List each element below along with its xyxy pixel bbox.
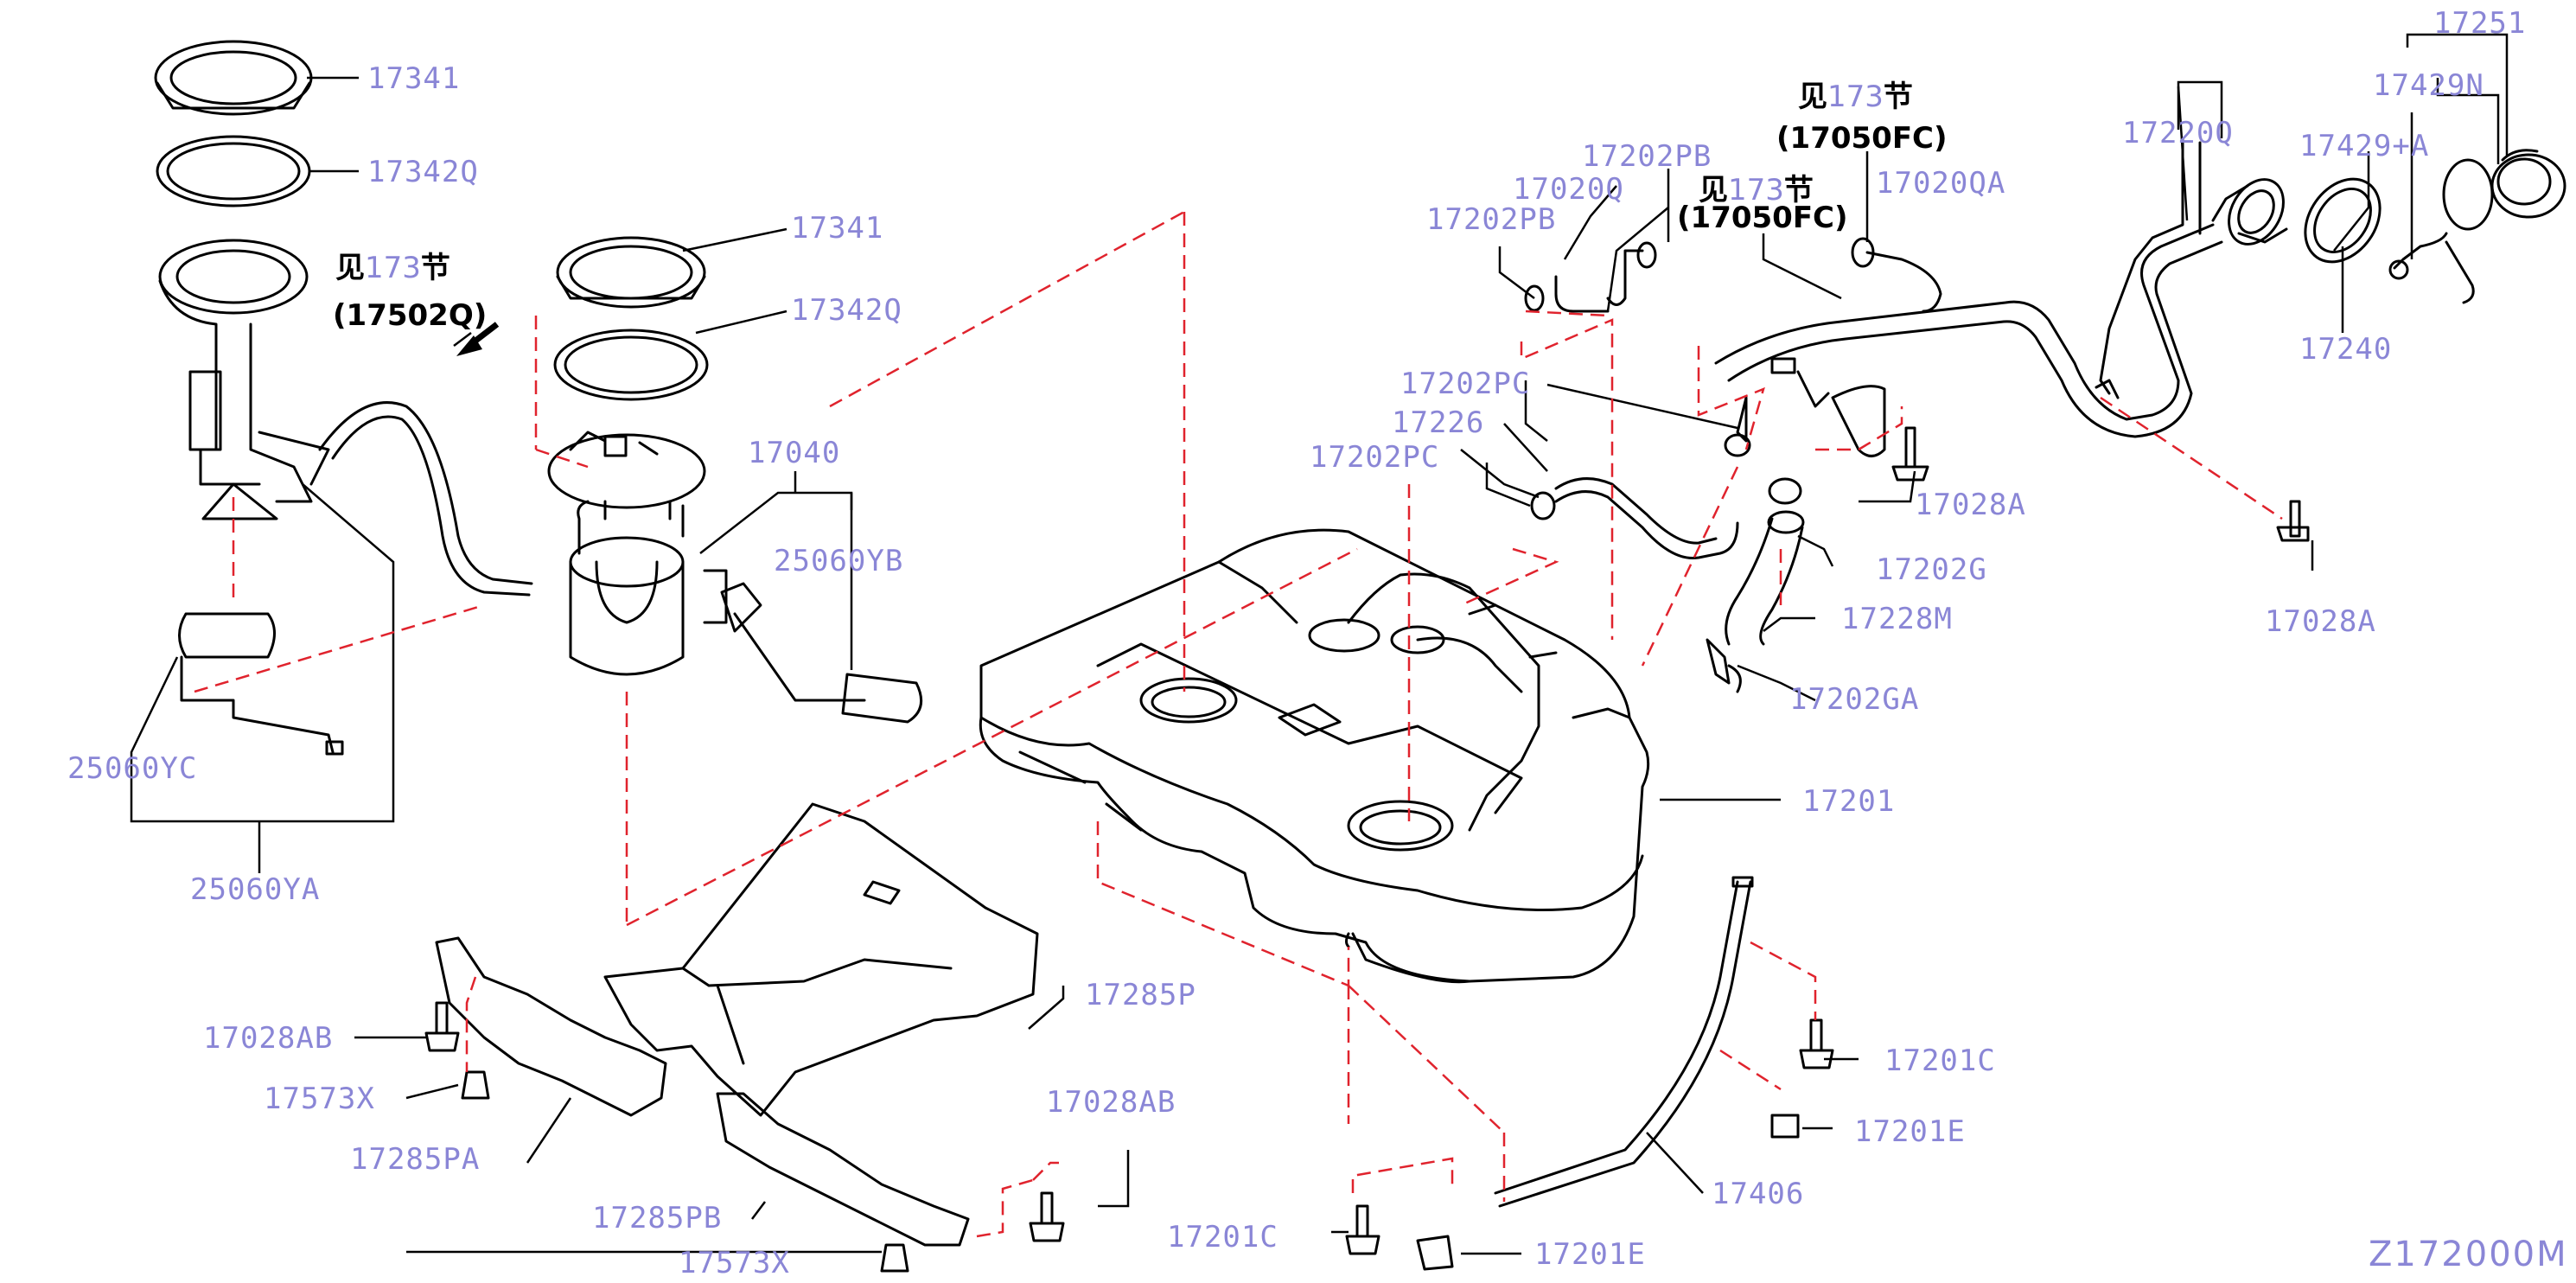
reference-section: 173 [1728,173,1784,207]
label-17573x-lower: 17573X [679,1246,790,1280]
label-17342q-center: 17342Q [791,293,902,328]
seal-ring-plate-top-left [154,40,313,116]
heat-shield-17285pb [716,1092,970,1247]
fuel-cap [2490,149,2566,219]
label-17201e-right: 17201E [1854,1114,1966,1149]
label-17285p: 17285P [1085,978,1196,1012]
reference-code: (17050FC) [1677,201,1848,235]
leader-lines-center [682,227,853,670]
label-17028a-right: 17028A [2265,604,2376,639]
seal-ring-plate-center [556,236,706,309]
label-17285pa: 17285PA [350,1142,481,1177]
label-17202pc-upper: 17202PC [1400,367,1531,401]
gasket-top-left [156,135,311,207]
label-17201e-lower: 17201E [1534,1237,1646,1272]
label-17342q-top-left: 17342Q [367,155,479,189]
label-25060yc: 25060YC [67,751,198,786]
label-25060ya: 25060YA [190,872,321,907]
label-17228m: 17228M [1841,602,1953,636]
heat-shield-17285p [603,802,1039,1117]
label-17573x-upper: 17573X [264,1082,375,1116]
label-17406: 17406 [1712,1177,1805,1211]
label-17028ab-left: 17028AB [203,1021,334,1056]
fuel-pump-module-center [547,431,762,676]
heat-shield-17285pa [435,936,667,1117]
label-17285pb: 17285PB [592,1201,723,1235]
reference-code: (17050FC) [1776,121,1948,156]
label-17226: 17226 [1392,405,1485,440]
reference-code: (17502Q) [333,298,488,333]
reference-prefix: 见 [1699,173,1728,207]
label-25060yb: 25060YB [774,544,904,578]
fuel-pump-module-left [158,239,533,597]
sender-unit-center [733,612,923,724]
label-17240: 17240 [2299,332,2393,367]
label-17028a-center: 17028A [1915,488,2026,522]
arrow-17502q [456,322,500,356]
reference-suffix: 节 [420,251,450,285]
tether-ring [2388,158,2494,304]
label-17201c-lower: 17201C [1167,1220,1278,1254]
diagram-code: Z172000M [2369,1235,2568,1274]
filler-neck [1714,137,2288,457]
label-17429a: 17429+A [2299,129,2430,163]
reference-17050fc-upper: 见173节 [1798,80,1913,114]
label-17202pb-right: 17202PB [1582,139,1712,174]
bolts [424,426,2310,1273]
label-17341-center: 17341 [791,211,884,246]
fuel-tank [979,528,1650,984]
label-17040: 17040 [748,436,841,470]
label-17020qa: 17020QA [1876,166,2006,201]
gasket-center [553,329,709,401]
hoses-and-clamps [1524,237,1942,693]
label-17202pc-lower: 17202PC [1310,440,1440,475]
label-17341-top-left: 17341 [367,61,461,96]
leader-lines-left [130,76,472,873]
level-sender-left [178,612,344,756]
label-17220q: 17220Q [2122,116,2234,150]
label-17020q: 17020Q [1513,172,1624,207]
reference-17050fc-lower: 见173节 [1699,173,1814,207]
reference-prefix: 见 [335,251,365,285]
leader-lines-right [354,33,2509,1255]
reference-section: 173 [365,251,421,285]
label-17028ab-center: 17028AB [1046,1085,1176,1120]
reference-code-17502q: (17502Q) [333,298,487,333]
tank-strap [1494,876,1754,1208]
label-17202pb-left: 17202PB [1426,202,1557,237]
reference-code-17050fc-lower: (17050FC) [1677,201,1848,235]
reference-prefix: 见 [1798,80,1827,114]
label-17429n: 17429N [2373,68,2484,103]
reference-section: 173 [1827,80,1884,114]
assembly-lines [194,210,2283,1238]
label-17201c-right: 17201C [1884,1044,1996,1078]
reference-code-17050fc-upper: (17050FC) [1776,121,1948,156]
label-17251: 17251 [2433,6,2527,41]
reference-17502q: 见173节 [335,251,450,285]
label-17202g: 17202G [1876,552,1987,587]
reference-suffix: 节 [1783,173,1814,207]
reference-suffix: 节 [1883,80,1913,114]
label-17201: 17201 [1802,784,1896,819]
label-17202ga: 17202GA [1789,682,1920,717]
